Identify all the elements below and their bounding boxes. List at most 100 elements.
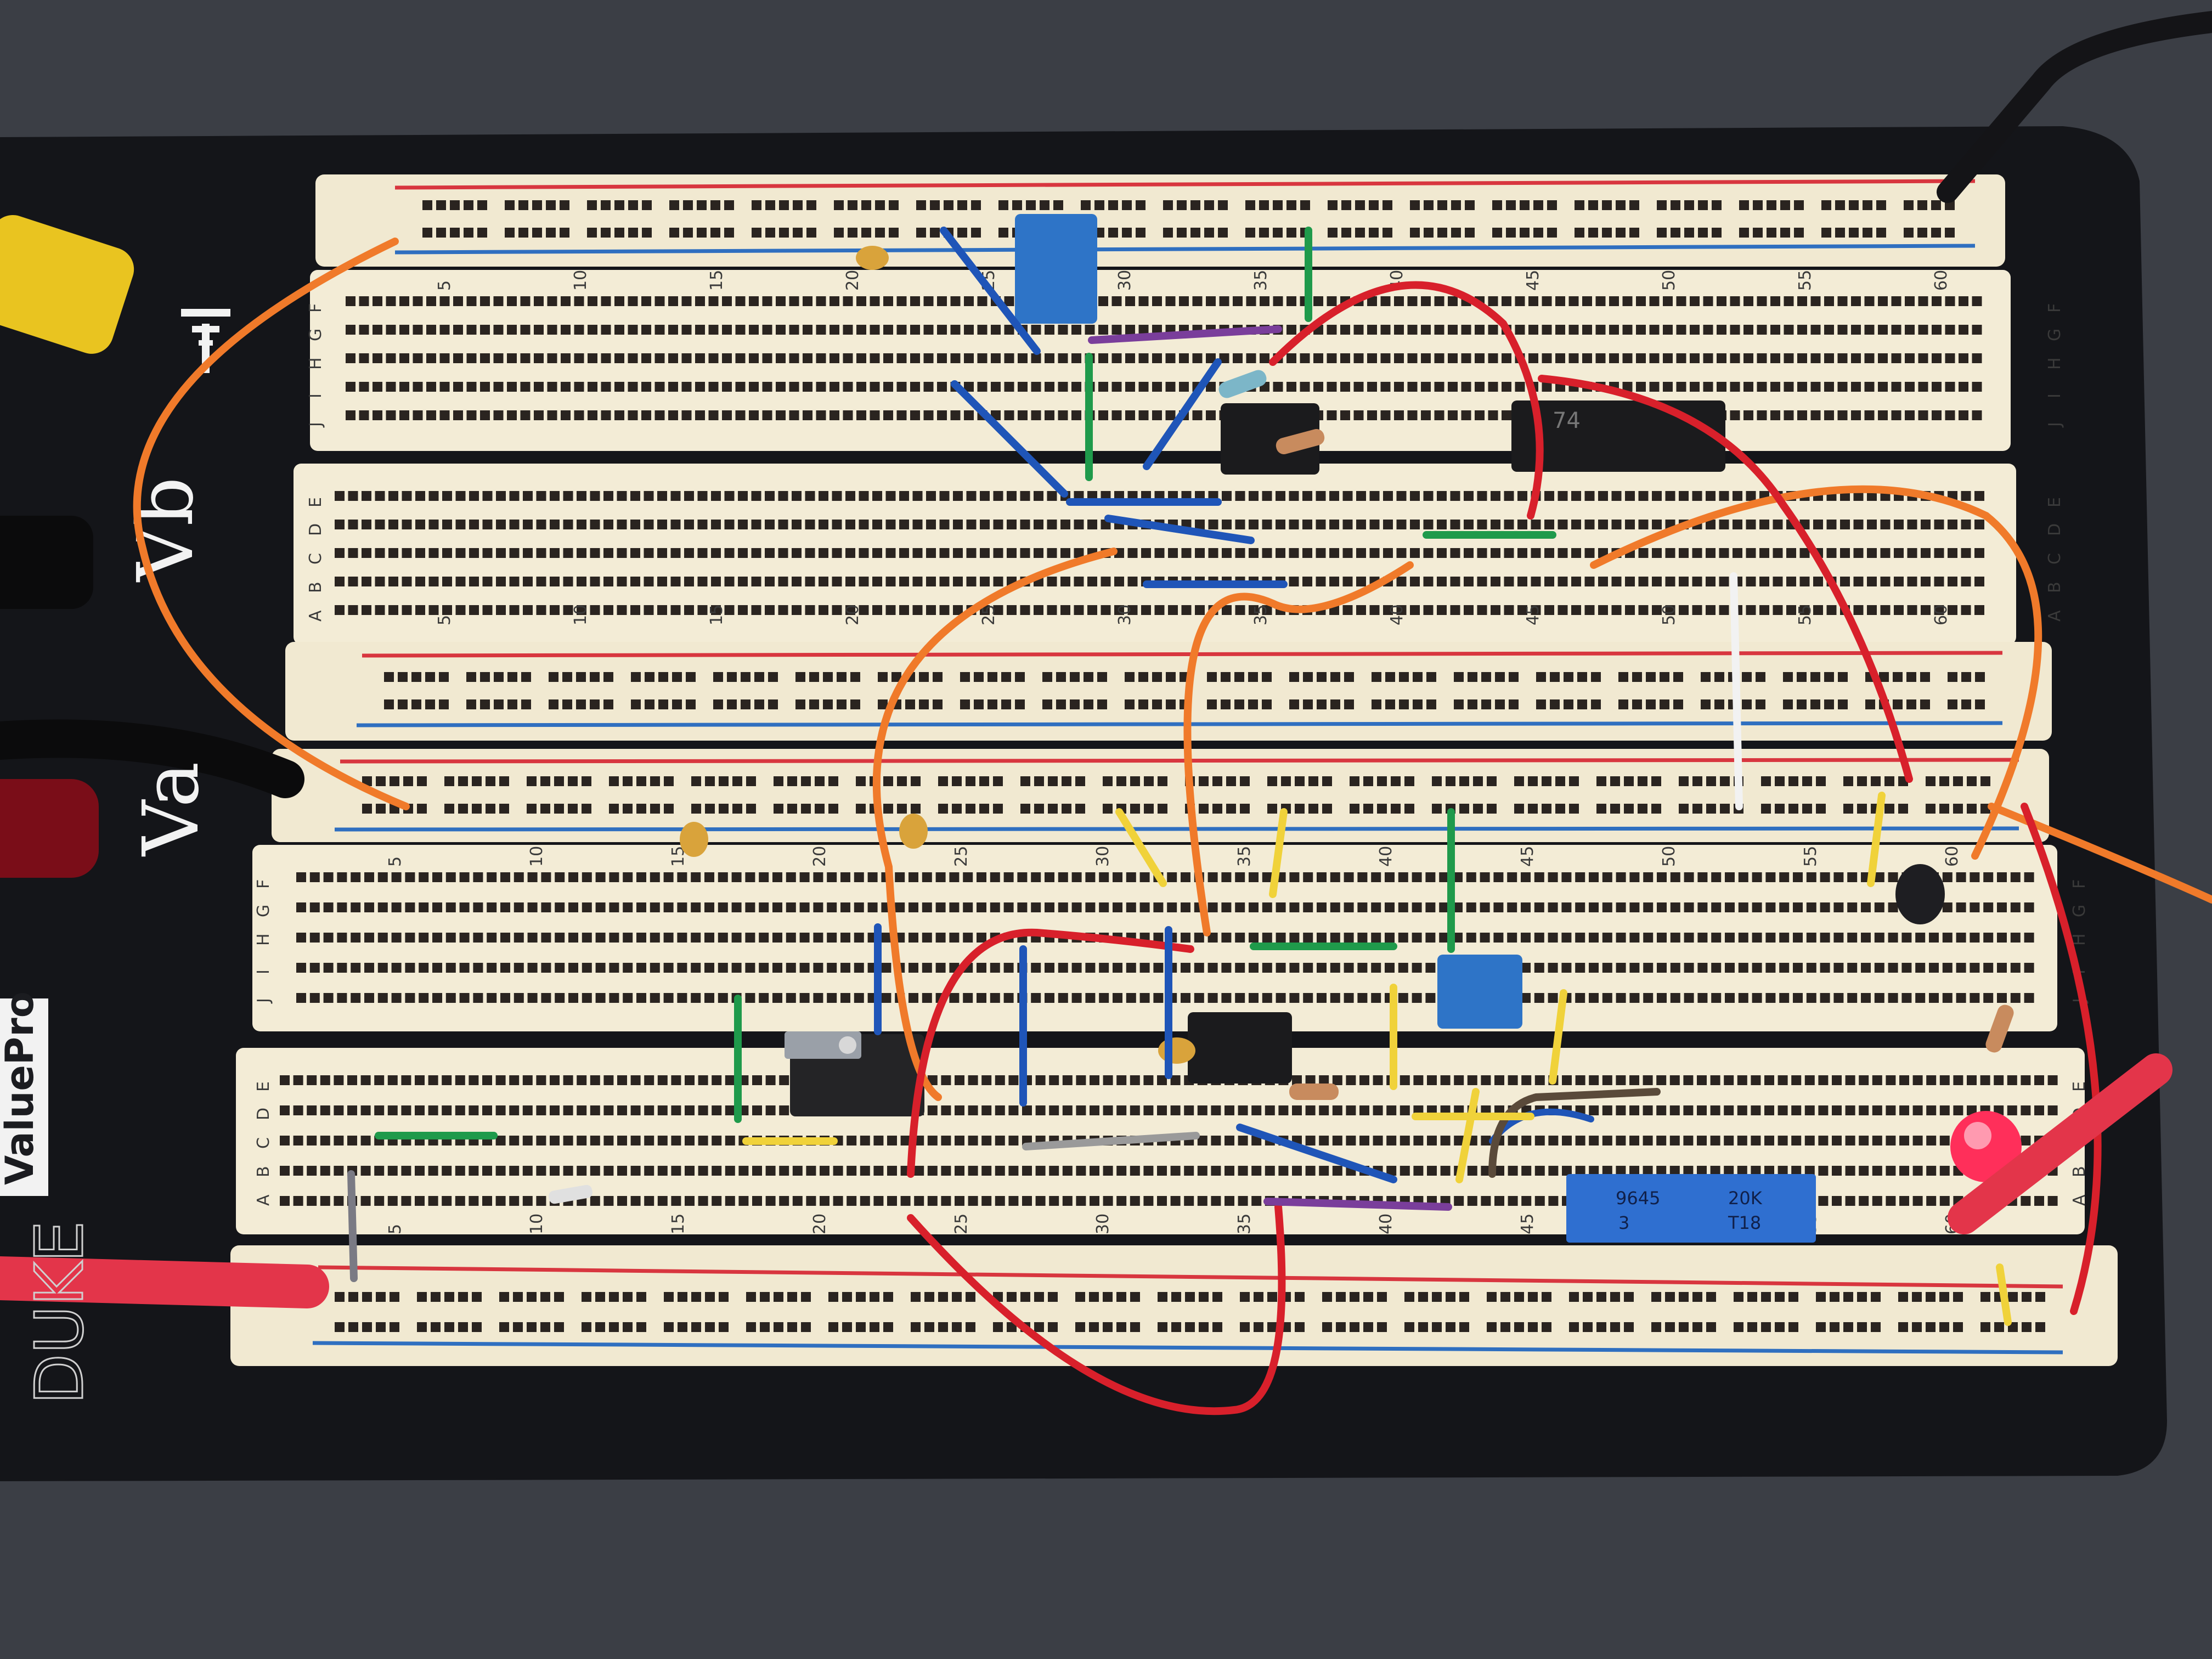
breadboard-hole: [1481, 699, 1491, 709]
breadboard-hole: [1399, 672, 1409, 682]
breadboard-hole: [899, 548, 909, 558]
breadboard-hole: [718, 872, 728, 882]
potentiometer[interactable]: [1566, 1174, 1816, 1243]
breadboard-hole: [741, 672, 751, 682]
breadboard-hole: [738, 1196, 749, 1206]
breadboard-hole: [1047, 548, 1057, 558]
breadboard-hole: [883, 353, 893, 363]
breadboard-hole: [1861, 933, 1871, 943]
red-binding-post[interactable]: [0, 779, 99, 878]
breadboard-hole: [650, 902, 660, 912]
breadboard-hole: [439, 382, 450, 392]
breadboard-hole: [1864, 353, 1875, 363]
breadboard-hole: [577, 1136, 587, 1146]
breadboard-hole: [469, 605, 479, 615]
breadboard-hole: [1710, 1075, 1720, 1085]
breadboard-hole: [1833, 993, 1844, 1003]
breadboard-hole: [509, 1075, 520, 1085]
ic-chip-top-right[interactable]: [1511, 400, 1725, 472]
breadboard-hole: [390, 776, 399, 786]
breadboard-hole: [1646, 672, 1656, 682]
breadboard-hole: [668, 325, 678, 335]
breadboard-hole: [1651, 1292, 1661, 1302]
breadboard-hole: [1997, 902, 2007, 912]
ic-chip-bottom-middle[interactable]: [1188, 1012, 1292, 1084]
breadboard-hole: [1353, 382, 1364, 392]
breadboard-hole: [1113, 902, 1122, 912]
breadboard-hole: [436, 200, 446, 210]
breadboard-hole: [348, 577, 358, 586]
breadboard-hole: [1076, 1075, 1086, 1085]
wire-red-right-edge: [2021, 803, 2102, 1315]
breadboard-hole: [1481, 1166, 1491, 1176]
breadboard-hole: [1493, 872, 1504, 882]
black-binding-post[interactable]: [0, 516, 93, 609]
breadboard-hole: [1434, 382, 1444, 392]
breadboard-hole: [806, 200, 816, 210]
breadboard-hole: [1616, 1075, 1626, 1085]
breadboard-hole: [664, 776, 674, 786]
breadboard-hole: [1342, 491, 1353, 501]
breadboard-hole: [1446, 776, 1455, 786]
breadboard-hole: [705, 804, 715, 814]
breadboard-hole: [1983, 902, 1994, 912]
breadboard-hole: [1851, 382, 1861, 392]
breadboard-hole: [1652, 548, 1662, 558]
breadboard-hole: [979, 804, 989, 814]
ic-chip-top-middle[interactable]: [1221, 403, 1319, 475]
breadboard-hole: [496, 548, 506, 558]
breadboard-hole: [1008, 1075, 1019, 1085]
breadboard-hole: [1356, 548, 1366, 558]
breadboard-hole: [1197, 1105, 1207, 1115]
breadboard-hole: [1929, 933, 1939, 943]
breadboard-hole: [1410, 520, 1420, 529]
breadboard-hole: [1737, 1166, 1747, 1176]
breadboard-hole: [1221, 993, 1232, 1003]
breadboard-hole: [828, 804, 838, 814]
breadboard-hole: [1894, 605, 1904, 615]
breadboard-hole: [1926, 1292, 1936, 1302]
capacitor-blue-top[interactable]: [1015, 214, 1097, 324]
breadboard-hole: [1632, 672, 1642, 682]
breadboard-hole: [1548, 872, 1558, 882]
breadboard-hole: [960, 699, 970, 709]
breadboard-hole: [878, 699, 888, 709]
breadboard-hole: [617, 520, 627, 529]
breadboard-hole: [403, 776, 413, 786]
breadboard-hole: [805, 548, 815, 558]
row-letter-D: D: [254, 1108, 273, 1120]
breadboard-hole: [1624, 1322, 1634, 1332]
breadboard-hole: [1262, 520, 1272, 529]
breadboard-hole: [1278, 1166, 1289, 1176]
breadboard-hole: [1912, 1075, 1923, 1085]
breadboard-hole: [1793, 993, 1803, 1003]
breadboard-hole: [1464, 548, 1474, 558]
breadboard-hole: [1706, 776, 1716, 786]
breadboard-hole: [1094, 200, 1104, 210]
breadboard-hole: [1717, 325, 1726, 335]
breadboard-hole: [1356, 520, 1366, 529]
breadboard-hole: [493, 325, 504, 335]
breadboard-hole: [927, 1136, 938, 1146]
breadboard-hole: [1589, 902, 1599, 912]
breadboard-hole: [523, 548, 533, 558]
breadboard-hole: [789, 325, 799, 335]
breadboard-hole: [1249, 933, 1259, 943]
breadboard-hole: [1656, 1136, 1667, 1146]
row-letter-B: B: [254, 1166, 273, 1177]
breadboard-hole: [1367, 325, 1377, 335]
breadboard-hole: [847, 1196, 857, 1206]
breadboard-hole: [957, 200, 967, 210]
breadboard-hole: [514, 963, 524, 973]
breadboard-hole: [981, 1166, 992, 1176]
breadboard-hole: [1692, 577, 1702, 586]
breadboard-hole: [1108, 200, 1118, 210]
breadboard-hole: [1956, 933, 1966, 943]
capacitor-blue-bottom[interactable]: [1437, 955, 1522, 1029]
breadboard-hole: [708, 410, 719, 420]
breadboard-hole: [1276, 933, 1286, 943]
ceramic-capacitor-3: [1158, 1037, 1195, 1064]
breadboard-hole: [374, 1196, 385, 1206]
yellow-binding-post[interactable]: [0, 210, 140, 360]
breadboard-hole: [623, 993, 633, 1003]
